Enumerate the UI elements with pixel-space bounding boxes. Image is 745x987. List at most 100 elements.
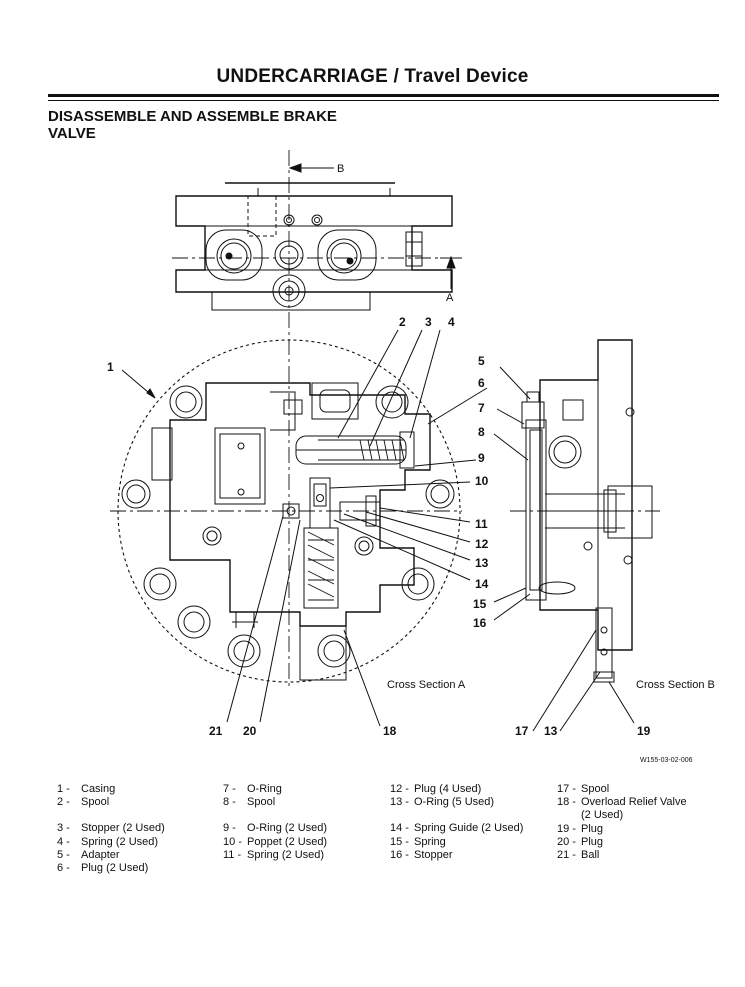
callout-1: 1 bbox=[107, 360, 114, 374]
callout-2: 2 bbox=[399, 315, 406, 329]
legend-num: 20 - bbox=[557, 835, 576, 848]
section-heading: DISASSEMBLE AND ASSEMBLE BRAKE VALVE bbox=[48, 108, 408, 142]
legend-num: 15 - bbox=[390, 835, 409, 848]
callout-10: 10 bbox=[475, 474, 489, 488]
callout-3: 3 bbox=[425, 315, 432, 329]
legend-num: 14 - bbox=[390, 822, 409, 835]
callout-8: 8 bbox=[478, 425, 485, 439]
legend-column-3: 12 -Plug (4 Used) 13 - O-Ring (5 Used) 14… bbox=[390, 783, 523, 862]
legend-num: 17 - bbox=[557, 783, 576, 795]
legend-num: 12 - bbox=[390, 783, 409, 795]
caption-cross-section-a: Cross Section A bbox=[387, 679, 466, 691]
legend-num: 3 - bbox=[57, 822, 70, 835]
callout-16: 16 bbox=[473, 616, 487, 630]
legend-item: 4 - Spring (2 Used) bbox=[57, 836, 165, 849]
callout-4: 4 bbox=[448, 315, 455, 329]
legend-continuation: (2 Used) bbox=[581, 809, 624, 822]
legend-gap bbox=[223, 809, 327, 822]
legend-num: 7 - bbox=[223, 783, 236, 795]
legend-num: 18 - bbox=[557, 796, 576, 809]
page-title: UNDERCARRIAGE / Travel Device bbox=[216, 66, 529, 87]
callout-18: 18 bbox=[383, 724, 397, 738]
section-marker-a: A bbox=[446, 292, 454, 304]
legend-name: Spring (2 Used) bbox=[81, 835, 159, 848]
callout-9: 9 bbox=[478, 451, 485, 465]
legend-num: 1 - bbox=[57, 783, 70, 795]
legend-gap bbox=[57, 809, 165, 822]
legend-column-4: 17 - Spool 18 - Overload Relief Valve (2 U… bbox=[557, 783, 687, 862]
section-heading-line1: DISASSEMBLE AND ASSEMBLE BRAKE bbox=[48, 108, 337, 125]
legend-name: Ball bbox=[581, 849, 600, 862]
title-rule-thin bbox=[48, 100, 719, 101]
legend-num: 16 - bbox=[390, 848, 409, 861]
top-view bbox=[175, 182, 453, 311]
title-rule-thick bbox=[48, 94, 719, 97]
legend-item: 18 - Overload Relief Valve bbox=[557, 796, 687, 809]
legend-num: 4 - bbox=[57, 835, 70, 848]
legend-item: 1 - Casing bbox=[57, 783, 165, 796]
legend-name: Spring Guide (2 Used) bbox=[414, 822, 524, 835]
legend-num: 13 - bbox=[390, 796, 409, 809]
legend-num: 2 - bbox=[57, 796, 70, 809]
legend-gap bbox=[390, 809, 523, 822]
callout-13-b: 13 bbox=[544, 724, 558, 738]
legend-item: 8 -Spool bbox=[223, 796, 327, 809]
callout-19: 19 bbox=[637, 724, 651, 738]
legend-name: O-Ring (5 Used) bbox=[414, 796, 495, 809]
legend-item: 9 -O-Ring (2 Used) bbox=[223, 822, 327, 835]
legend-item: 21 - Ball bbox=[557, 849, 687, 862]
legend-name: Plug (2 Used) bbox=[81, 862, 149, 875]
callout-7: 7 bbox=[478, 401, 485, 415]
legend-name: Casing bbox=[81, 783, 116, 795]
callout-20: 20 bbox=[243, 724, 257, 738]
diagram-labels: B A Cross Section A Cross Section B 1 2 … bbox=[107, 163, 715, 738]
legend-item: 15 - Spring bbox=[390, 836, 523, 849]
legend-num: 5 - bbox=[57, 848, 70, 861]
legend-num: 6 - bbox=[57, 862, 70, 875]
legend-num: 21 - bbox=[557, 849, 576, 862]
legend-num: 8 - bbox=[223, 796, 236, 809]
legend-item: 6 - Plug (2 Used) bbox=[57, 862, 165, 875]
legend-item: 19 -Plug bbox=[557, 823, 687, 836]
legend-name: Stopper (2 Used) bbox=[81, 822, 165, 835]
callout-15: 15 bbox=[473, 597, 487, 611]
legend-item: 16 -Stopper bbox=[390, 849, 523, 862]
callout-17: 17 bbox=[515, 724, 529, 738]
callout-14: 14 bbox=[475, 577, 489, 591]
callout-6: 6 bbox=[478, 376, 485, 390]
legend-name: Spring bbox=[414, 835, 446, 848]
legend-num: 11 - bbox=[223, 848, 242, 861]
legend-num: 10 - bbox=[223, 835, 242, 848]
legend-name: O-Ring bbox=[247, 783, 282, 795]
cross-section-b bbox=[521, 339, 653, 683]
callout-11: 11 bbox=[475, 517, 488, 531]
legend-item: 10 - Poppet (2 Used) bbox=[223, 836, 327, 849]
legend-name: Adapter bbox=[81, 848, 120, 861]
legend-name: Spool bbox=[81, 796, 110, 809]
legend-name: Spring (2 Used) bbox=[247, 848, 325, 861]
legend-item: 7 - O-Ring bbox=[223, 783, 327, 796]
legend-name: Overload Relief Valve bbox=[581, 796, 687, 809]
legend-name: Poppet (2 Used) bbox=[247, 835, 328, 848]
legend-column-1: 1 - Casing 2 - Spool 3 - Stopper (2 Used) 4… bbox=[57, 783, 165, 875]
legend-item: 20 - Plug bbox=[557, 836, 687, 849]
legend-name: Plug bbox=[581, 835, 604, 848]
legend-name: Spool bbox=[581, 783, 610, 795]
callout-5: 5 bbox=[478, 354, 485, 368]
legend-name: O-Ring (2 Used) bbox=[247, 822, 328, 835]
legend-item: 17 - Spool bbox=[557, 783, 687, 796]
callout-21: 21 bbox=[209, 724, 223, 738]
legend-name: Plug bbox=[581, 822, 604, 835]
caption-cross-section-b: Cross Section B bbox=[636, 679, 715, 691]
legend-item: 12 -Plug (4 Used) bbox=[390, 783, 523, 796]
section-heading-line2: VALVE bbox=[48, 125, 96, 142]
legend-column-2: 7 - O-Ring 8 -Spool 9 -O-Ring (2 Used) 10… bbox=[223, 783, 327, 862]
legend-item: 14 - Spring Guide (2 Used) bbox=[390, 822, 523, 835]
leader-lines bbox=[121, 329, 635, 732]
legend-item: 2 - Spool bbox=[57, 796, 165, 809]
callout-12: 12 bbox=[475, 537, 489, 551]
legend-item: 11 - Spring (2 Used) bbox=[223, 849, 327, 862]
legend-item: 13 - O-Ring (5 Used) bbox=[390, 796, 523, 809]
cross-section-a bbox=[117, 339, 461, 683]
